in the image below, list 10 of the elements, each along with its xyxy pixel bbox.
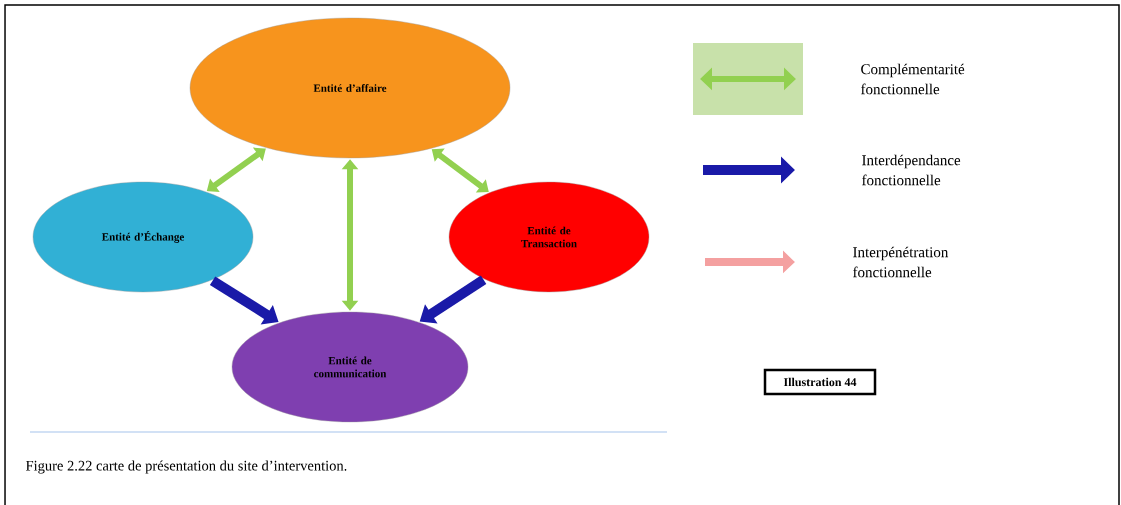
legend-text: Interpénétration fonctionnelle (853, 246, 949, 278)
ellipse-node: Entité d’affaire (189, 17, 511, 159)
ellipse-node: Entité d’Échange (32, 181, 254, 293)
illustration-label: Illustration 44 (763, 368, 877, 396)
legend-text: Interdépendance fonctionnelle (862, 154, 961, 186)
legend-text: Complémentarité fonctionnelle (861, 63, 965, 95)
ellipse-node: Entité de communication (231, 311, 469, 423)
arrow (341, 159, 359, 311)
ellipse-node: Entité de Transaction (448, 181, 650, 293)
caption: Figure 2.22 carte de présentation du site d’intervention. (25, 460, 347, 474)
